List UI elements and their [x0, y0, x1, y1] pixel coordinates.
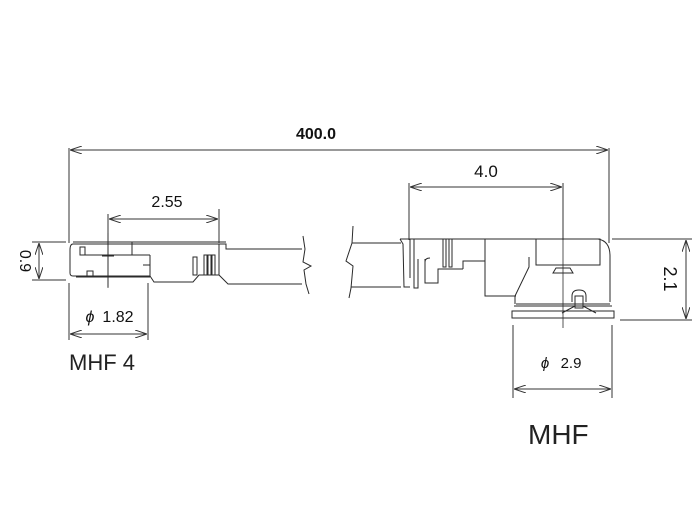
dimension-overall-length: 400.0 — [68, 126, 610, 243]
mhf-connector-label: MHF — [528, 419, 589, 450]
mhf-diameter-label: 2.9 — [561, 355, 582, 372]
mhf4-diameter-label: 1.82 — [102, 309, 133, 326]
dimension-mhf4-height: 0.9 — [16, 241, 66, 281]
dimension-mhf-length: 4.0 — [408, 162, 564, 240]
mhf4-height-label: 0.9 — [16, 250, 33, 272]
mhf-length-label: 4.0 — [474, 162, 498, 181]
mhf-height-label: 2.1 — [660, 266, 680, 291]
mhf4-diameter-symbol: ϕ — [86, 309, 95, 326]
mhf-connector-drawing — [345, 225, 615, 328]
mhf4-mating-length-label: 2.55 — [151, 194, 182, 211]
dimension-mhf-height: 2.1 — [612, 238, 692, 321]
mhf-diameter-symbol: ϕ — [541, 355, 549, 372]
mhf4-connector-drawing — [69, 233, 313, 295]
overall-length-label: 400.0 — [296, 126, 336, 143]
dimension-mhf4-diameter: ϕ 1.82 — [68, 283, 149, 340]
dimension-mhf-diameter: ϕ 2.9 — [512, 325, 613, 398]
dimension-mhf4-mating-length: 2.55 — [107, 194, 220, 287]
mhf4-connector-label: MHF 4 — [69, 350, 135, 375]
